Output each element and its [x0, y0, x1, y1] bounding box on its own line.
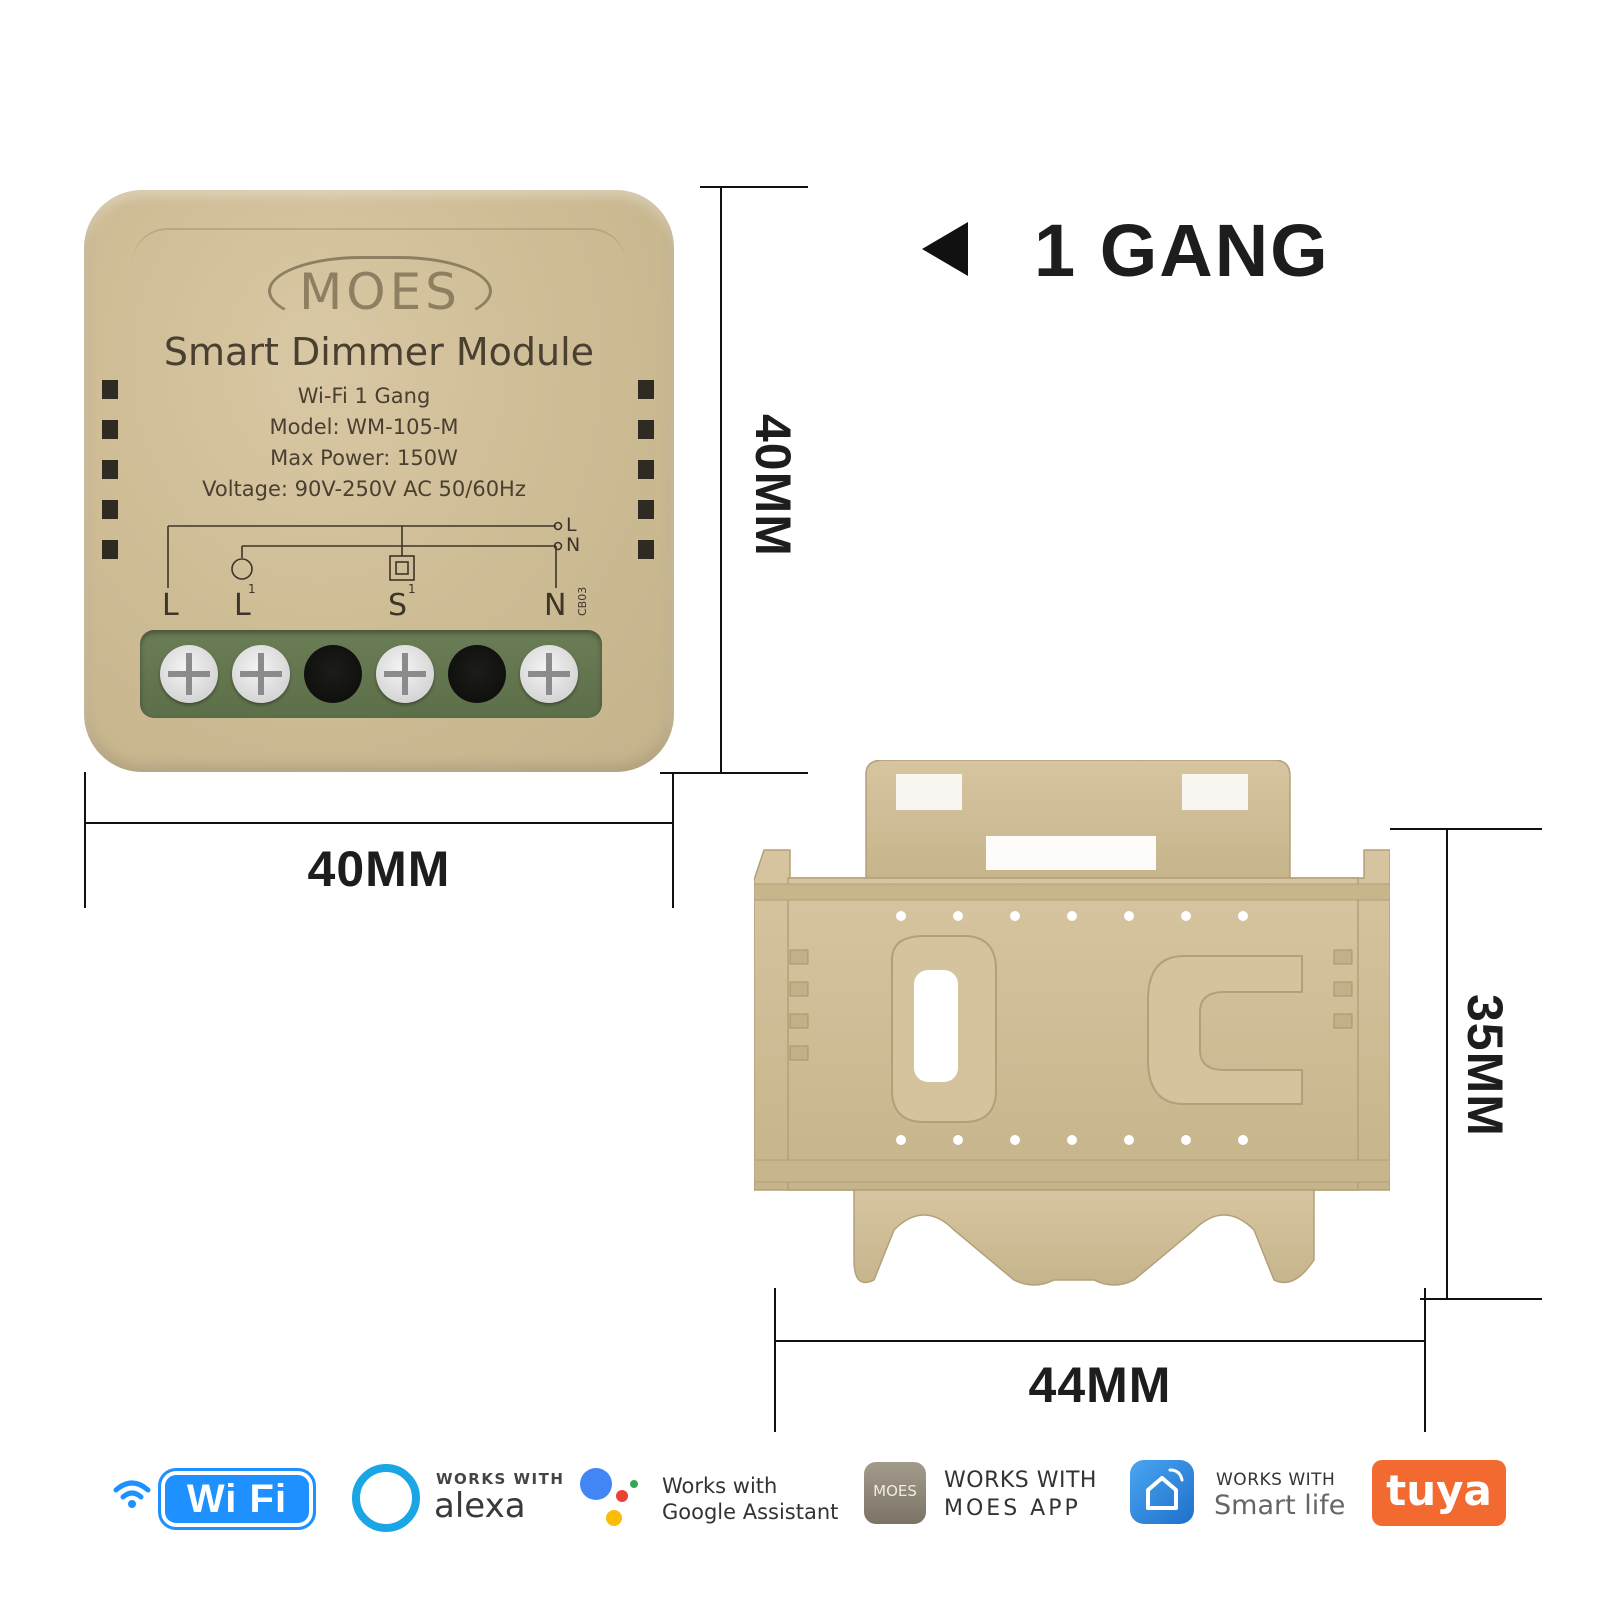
- bracket-width-label: 44MM: [1028, 1357, 1172, 1413]
- vent-slot: [638, 460, 654, 479]
- terminal-sup: 1: [408, 582, 416, 596]
- dimension-line: [1424, 1288, 1426, 1432]
- spec-line: Voltage: 90V-250V AC 50/60Hz: [202, 477, 526, 501]
- terminal-block: [140, 630, 602, 718]
- wifi-signal-icon: [113, 1480, 151, 1508]
- wire-label-l: L: [566, 514, 577, 536]
- vent-slot: [102, 380, 118, 399]
- tuya-badge: tuya: [1372, 1460, 1506, 1526]
- vent-slot: [638, 380, 654, 399]
- vent-slot: [102, 540, 118, 559]
- alexa-icon: [352, 1464, 420, 1532]
- terminal-screw: [232, 645, 290, 703]
- smartlife-top-text: WORKS WITH: [1216, 1470, 1336, 1490]
- dimension-line: [84, 822, 674, 824]
- dimension-line: [700, 186, 808, 188]
- vent-slot: [102, 500, 118, 519]
- dimension-line: [1446, 828, 1448, 1300]
- bracket-height-label: 35MM: [1457, 994, 1513, 1137]
- dimension-line: [720, 186, 722, 774]
- dimension-line: [1420, 1298, 1542, 1300]
- bracket-slot: [1182, 774, 1248, 810]
- bracket-slot: [896, 774, 962, 810]
- bracket-slot: [986, 836, 1156, 870]
- google-top-text: Works with: [662, 1474, 778, 1498]
- smartlife-text: Smart life: [1214, 1490, 1346, 1521]
- module-face: [132, 228, 626, 730]
- vent-slot: [102, 460, 118, 479]
- gang-label: 1 GANG: [1034, 209, 1330, 292]
- moes-app-icon: MOES: [864, 1462, 926, 1524]
- dimension-line: [1390, 828, 1542, 830]
- smart-life-icon: [1130, 1460, 1194, 1524]
- terminal-hole: [304, 645, 362, 703]
- module-height-label: 40MM: [745, 414, 801, 557]
- dimension-line: [672, 772, 674, 908]
- alexa-top-text: WORKS WITH: [436, 1470, 565, 1488]
- terminal-label-n: N: [544, 588, 567, 623]
- spec-line: Max Power: 150W: [270, 446, 458, 470]
- moes-logo: MOES: [268, 256, 492, 326]
- spec-line: Wi-Fi 1 Gang: [297, 384, 431, 408]
- terminal-hole: [448, 645, 506, 703]
- wifi-text: Wi Fi: [186, 1477, 288, 1521]
- tuya-text: tuya: [1386, 1466, 1492, 1515]
- home-icon: [1146, 1468, 1184, 1510]
- vent-slot: [102, 420, 118, 439]
- google-text: Google Assistant: [662, 1500, 839, 1524]
- vent-slot: [638, 500, 654, 519]
- module-width-label: 40MM: [307, 841, 451, 897]
- vent-slot: [638, 540, 654, 559]
- mounting-bracket: [754, 760, 1390, 1286]
- dimension-line: [774, 1288, 776, 1432]
- terminal-sup: 1: [248, 582, 256, 596]
- vent-slot: [638, 420, 654, 439]
- terminal-label-l1: L: [234, 588, 251, 623]
- terminal-label-s1: S: [388, 588, 408, 623]
- dimension-line: [774, 1340, 1426, 1342]
- module-code: CB03: [576, 586, 589, 616]
- terminal-screw: [376, 645, 434, 703]
- terminal-screw: [520, 645, 578, 703]
- dimmer-module: MOES Smart Dimmer Module Wi-Fi 1 Gang Mo…: [84, 190, 674, 772]
- wifi-badge: Wi Fi: [158, 1468, 316, 1530]
- terminal-label-l: L: [162, 588, 179, 623]
- arrow-left-icon: [922, 222, 968, 276]
- dimension-line: [84, 772, 86, 908]
- google-assistant-icon: [580, 1468, 638, 1526]
- moes-top-text: WORKS WITH: [944, 1468, 1097, 1493]
- terminal-screw: [160, 645, 218, 703]
- alexa-text: alexa: [434, 1486, 526, 1526]
- wiring-diagram: [167, 521, 563, 588]
- moes-app-icon-text: MOES: [873, 1482, 917, 1500]
- dimension-line: [660, 772, 808, 774]
- module-title: Smart Dimmer Module: [163, 330, 595, 374]
- spec-line: Model: WM-105-M: [269, 415, 459, 439]
- wire-label-n: N: [566, 534, 581, 556]
- moes-text: MOES APP: [944, 1496, 1081, 1521]
